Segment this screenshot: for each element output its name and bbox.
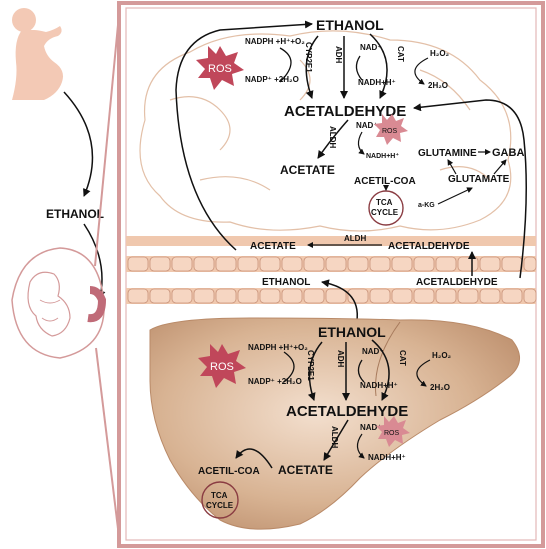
liver-cyp2e1-label: CYP2E1 — [306, 350, 315, 381]
liver-ethanol: ETHANOL — [318, 324, 386, 340]
brain-nadp-h2o: NADP⁺ +2H₂O — [245, 75, 299, 84]
liver-acetil-coa: ACETIL-COA — [198, 466, 260, 477]
liver-nad: NAD⁺ — [362, 347, 384, 356]
brain-acetate: ACETATE — [280, 163, 335, 177]
brain-glutamate: GLUTAMATE — [448, 174, 510, 185]
brain-cyp2e1-label: CYP2E1 — [304, 42, 313, 73]
liver-adh-label: ADH — [336, 350, 345, 368]
brain-ros-label: ROS — [208, 63, 232, 75]
liver-ros-small-label: ROS — [384, 430, 400, 437]
liver-aldh-arrow — [323, 419, 349, 461]
liver-nad-curve — [357, 359, 365, 383]
brain-tca-cycle — [368, 190, 404, 226]
liver-h2o2: H₂O₂ — [432, 351, 452, 360]
brain-cat-arrow — [369, 33, 388, 99]
womb-fetus-icon — [11, 247, 107, 359]
brain-cat-label: CAT — [396, 46, 405, 62]
brain-adh-label: ADH — [334, 46, 343, 64]
barrier-acetaldehyde-bottom: ACETALDEHYDE — [416, 277, 498, 288]
arrow-barrier-ethanol-to-brain — [175, 20, 313, 251]
arrow-woman-to-ethanol — [63, 91, 94, 197]
barrier-cell-layer-bottom — [126, 288, 537, 304]
liver-lobe-line — [375, 321, 401, 397]
barrier-aldh: ALDH — [344, 234, 366, 243]
liver-nad-2: NAD⁺ — [360, 423, 382, 432]
liver-nadp-h2o: NADP⁺ +2H₂O — [248, 377, 302, 386]
liver-acetate-to-acetilcoa — [235, 448, 273, 469]
liver-ros-small-star: ROS — [376, 416, 410, 447]
liver-cat-label: CAT — [398, 350, 407, 366]
brain-nad-curve — [355, 55, 363, 81]
liver-aldh-label: ALDH — [330, 426, 339, 448]
brain-ros-star: ROS — [196, 46, 244, 90]
brain-acetaldehyde: ACETALDEHYDE — [284, 103, 406, 120]
liver-nadh-2: NADH+H⁺ — [368, 453, 406, 462]
arrow-acetaldehyde-to-brain — [413, 99, 527, 279]
brain-cycle: CYCLE — [371, 208, 399, 217]
brain-nadh: NADH+H⁺ — [358, 78, 396, 87]
liver-cat-curve — [416, 359, 431, 387]
brain-ros-small-label: ROS — [382, 128, 398, 135]
brain-cofactor-curve-1 — [279, 47, 292, 83]
liver-h2o: 2H₂O — [430, 383, 450, 392]
zoom-line-bottom — [95, 347, 121, 546]
brain-aldh-label: ALDH — [328, 126, 337, 148]
brain-nad-2: NAD⁺ — [356, 121, 378, 130]
brain-akg: a-KG — [418, 202, 435, 209]
liver-nadh: NADH+H⁺ — [360, 381, 398, 390]
liver-acetaldehyde: ACETALDEHYDE — [286, 403, 408, 420]
brain-h2o2: H₂O₂ — [430, 49, 450, 58]
liver-tca-cycle — [201, 481, 239, 519]
brain-nad: NAD⁺ — [360, 43, 382, 52]
brain-tca: TCA — [376, 198, 393, 207]
brain-cat-curve — [414, 57, 429, 85]
left-ethanol-label: ETHANOL — [46, 207, 104, 221]
brain-gaba: GABA — [492, 147, 524, 159]
brain-ethanol: ETHANOL — [316, 17, 384, 33]
brain-glutamate-to-glutamine — [447, 159, 457, 175]
liver-cycle: CYCLE — [206, 501, 234, 510]
zoom-line-top — [94, 3, 121, 267]
brain-nadph-o2: NADPH +H⁺+O₂ — [245, 37, 305, 46]
brain-cyp2e1-arrow — [305, 35, 319, 99]
liver-cofactor-curve-1 — [283, 351, 295, 383]
liver-nad-curve-2 — [356, 433, 365, 459]
liver-ros-label: ROS — [210, 361, 234, 373]
brain-h2o: 2H₂O — [428, 81, 448, 90]
liver-tca: TCA — [211, 491, 228, 500]
brain-outline — [139, 30, 512, 232]
liver-acetate: ACETATE — [278, 463, 333, 477]
brain-glutamine: GLUTAMINE — [418, 148, 477, 159]
liver-ros-star: ROS — [198, 344, 246, 388]
brain-nad-curve-2 — [357, 131, 365, 155]
liver-cat-arrow — [371, 339, 390, 401]
barrier-ethanol: ETHANOL — [262, 277, 310, 288]
brain-glutamate-to-gaba — [493, 159, 507, 175]
pregnant-woman-icon — [12, 8, 63, 100]
barrier-acetaldehyde-top: ACETALDEHYDE — [388, 241, 470, 252]
liver-cyp2e1-arrow — [307, 341, 323, 401]
inner-frame — [125, 7, 537, 541]
brain-ros-small-star: ROS — [374, 114, 408, 145]
brain-acetil-coa: ACETIL-COA — [354, 176, 416, 187]
brain-akg-arrow — [437, 187, 473, 205]
barrier-acetate: ACETATE — [250, 241, 296, 252]
barrier-cell-layer-top — [126, 236, 537, 272]
brain-nadh-2: NADH+H⁺ — [366, 152, 399, 160]
liver-nadph-o2: NADPH +H⁺+O₂ — [248, 343, 308, 352]
brain-aldh-arrow — [317, 119, 349, 159]
